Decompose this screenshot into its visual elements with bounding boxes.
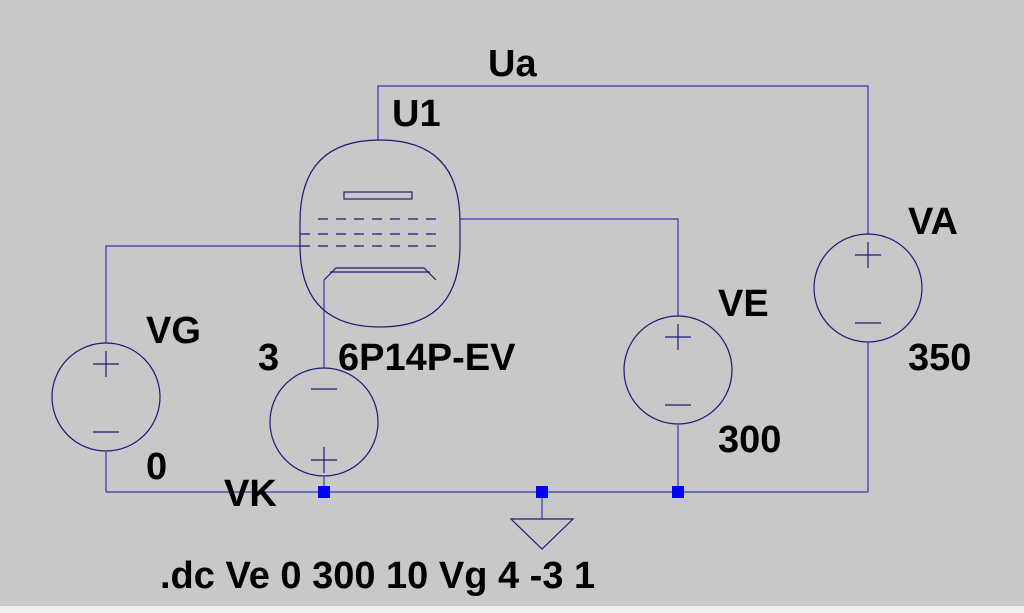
junction-ve[interactable] <box>672 486 684 498</box>
source-vk[interactable] <box>269 367 379 477</box>
source-ve-value[interactable]: 300 <box>718 419 781 461</box>
source-vg-name[interactable]: VG <box>146 310 201 352</box>
ground-symbol[interactable] <box>509 518 575 550</box>
tube-cathode <box>323 267 437 281</box>
source-vg-body <box>51 342 161 452</box>
wire-screen[interactable] <box>460 218 679 316</box>
source-vk-body <box>269 367 379 477</box>
wire-grid[interactable] <box>105 245 300 343</box>
junctions <box>318 486 684 498</box>
source-vk-name[interactable]: VK <box>224 473 277 515</box>
source-vg-value[interactable]: 0 <box>146 446 167 488</box>
source-ve-name[interactable]: VE <box>718 283 769 325</box>
source-ve[interactable] <box>623 315 733 425</box>
tube-anode-plate <box>343 191 413 200</box>
spice-directive[interactable]: .dc Ve 0 300 10 Vg 4 -3 1 <box>160 555 595 597</box>
tube-envelope <box>299 139 461 328</box>
source-va-value[interactable]: 350 <box>908 337 971 379</box>
wire-anode[interactable] <box>377 85 869 234</box>
source-ve-body <box>623 315 733 425</box>
net-label-ua[interactable]: Ua <box>488 43 537 85</box>
source-va-name[interactable]: VA <box>908 201 958 243</box>
junction-vk[interactable] <box>318 486 330 498</box>
source-va-body <box>813 233 923 343</box>
source-va[interactable] <box>813 233 923 343</box>
tube-ref-label[interactable]: U1 <box>392 93 441 135</box>
tube-u1[interactable] <box>299 139 461 328</box>
source-vg[interactable] <box>51 342 161 452</box>
tube-model-label[interactable]: 6P14P-EV <box>338 337 516 379</box>
wires <box>105 85 869 519</box>
junction-ground[interactable] <box>536 486 548 498</box>
source-vk-value[interactable]: 3 <box>258 337 279 379</box>
bottom-strip <box>0 606 1024 613</box>
